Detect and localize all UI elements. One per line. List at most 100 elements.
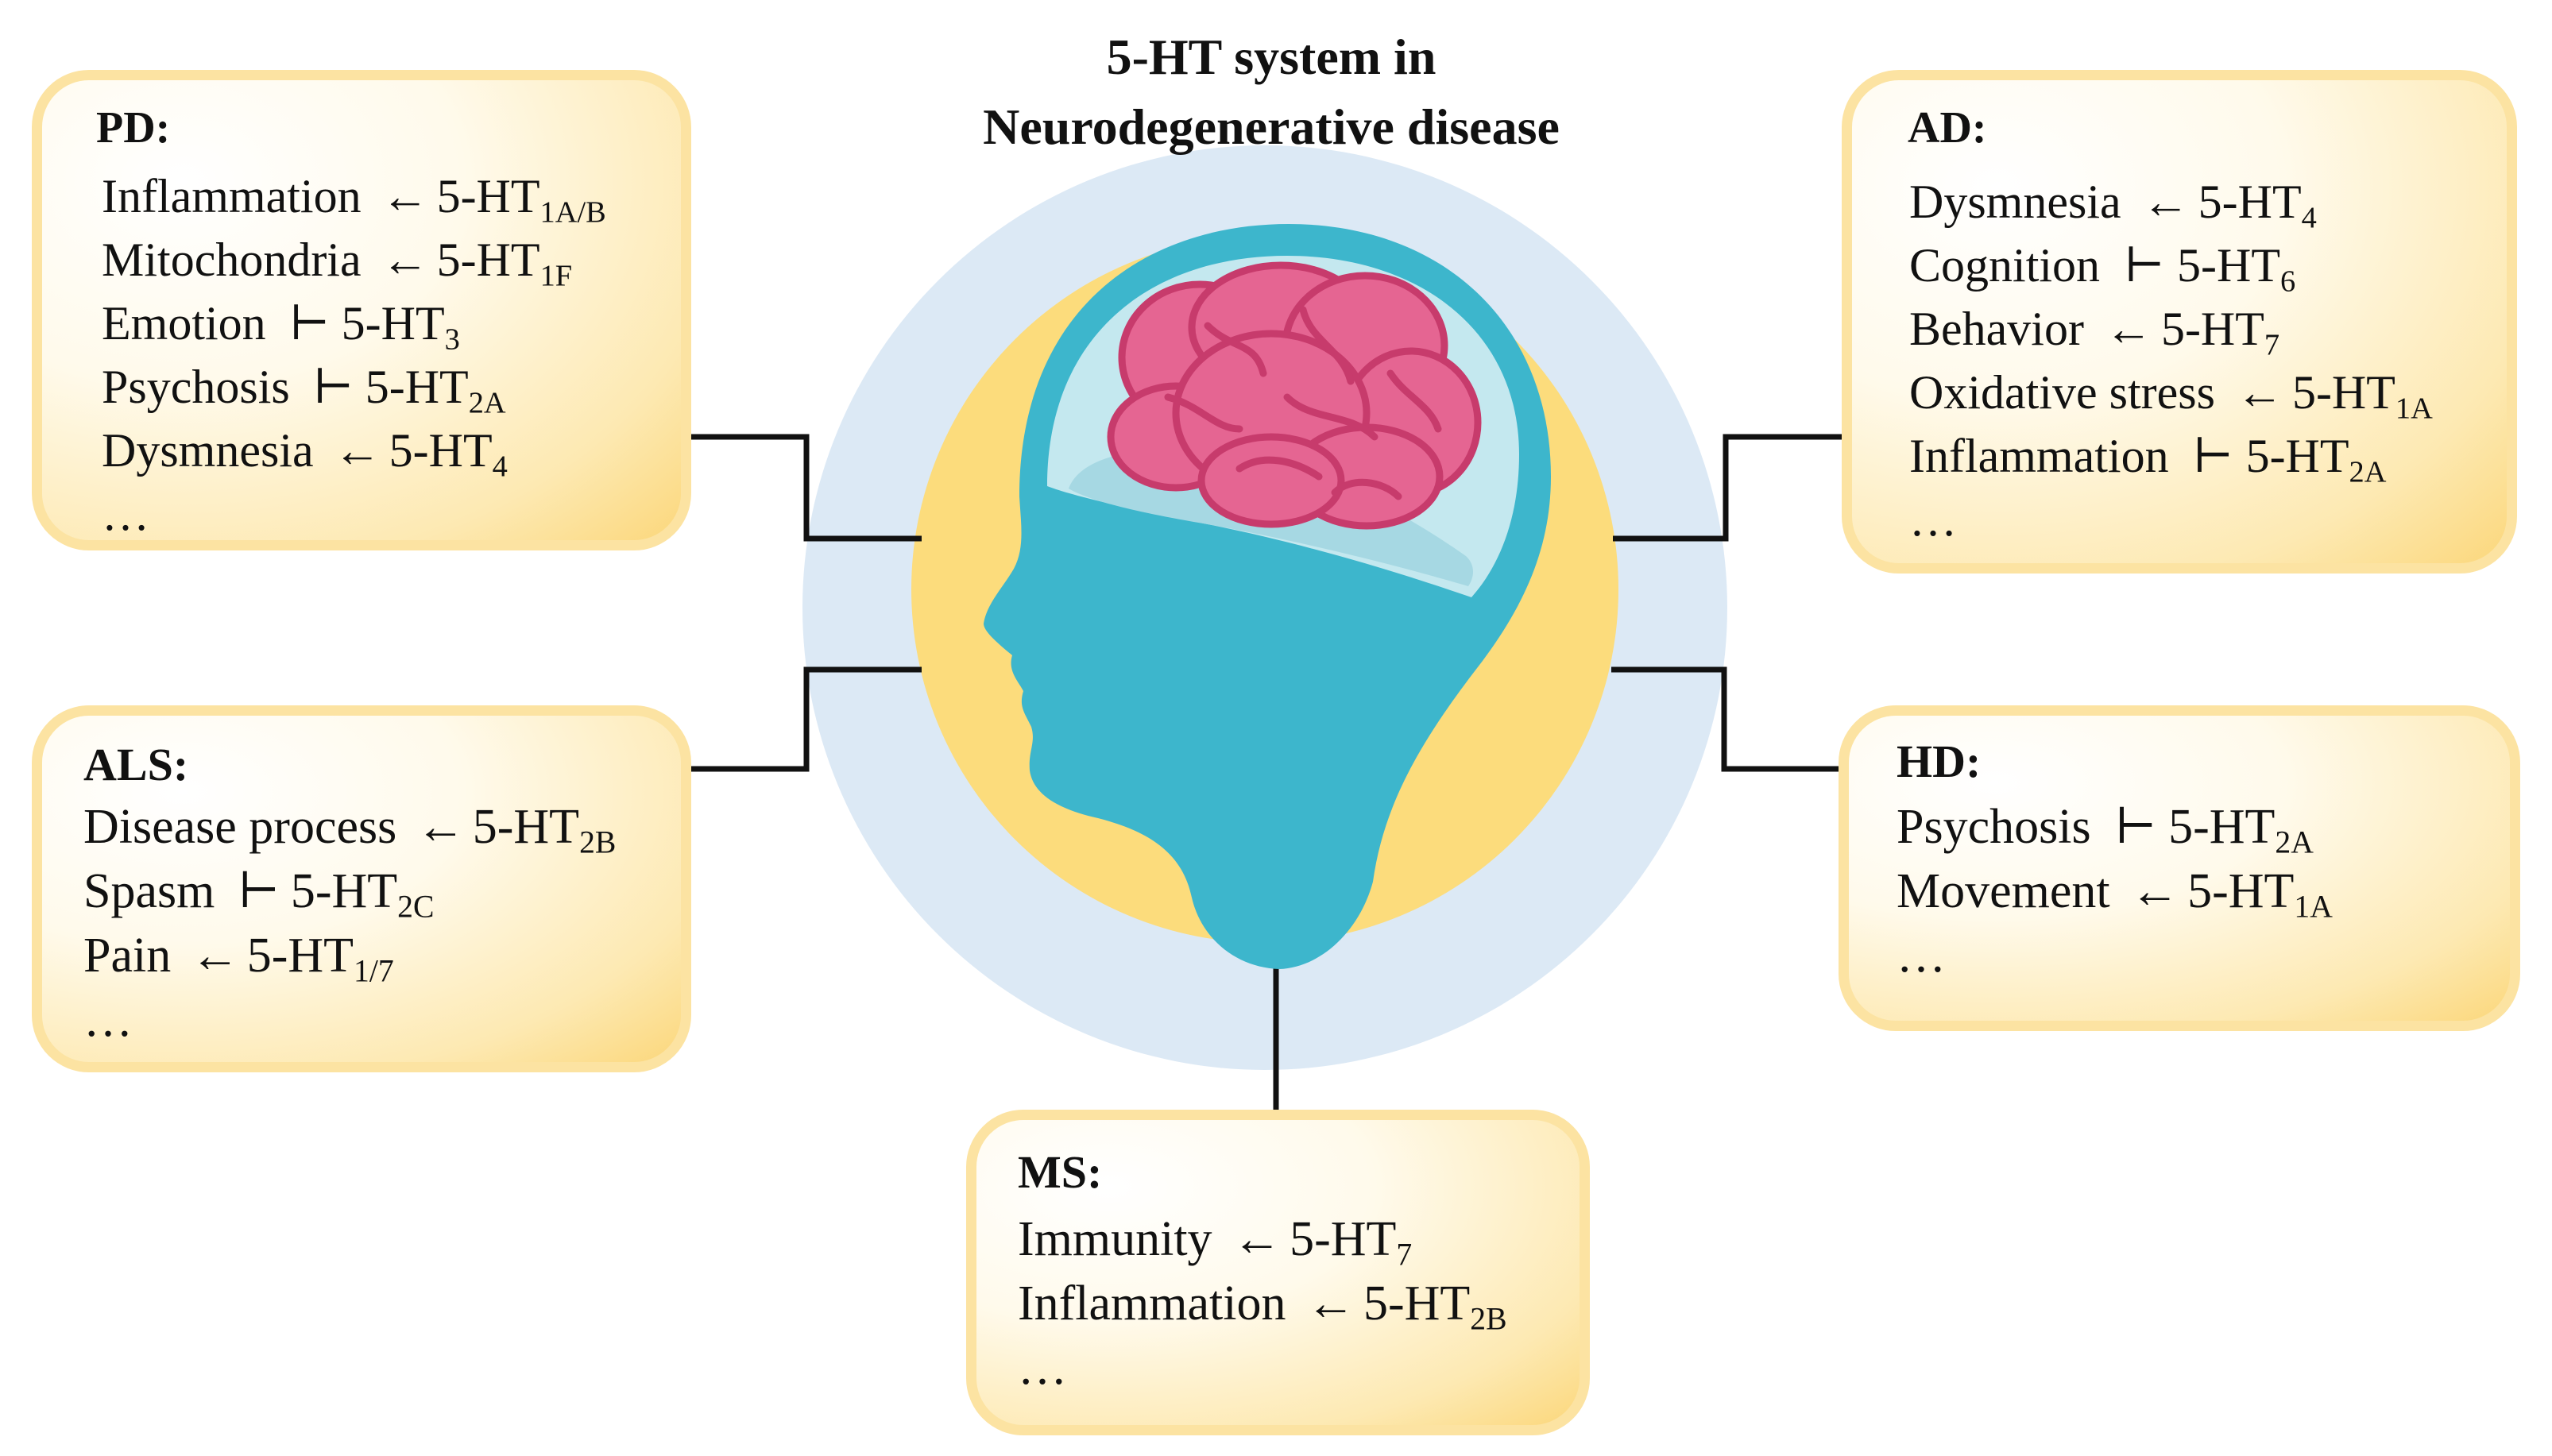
receptor-name: 5-HT	[436, 234, 540, 286]
brain-icon	[1107, 261, 1482, 530]
receptor-subtype: 1A	[2294, 889, 2333, 925]
activation-arrow-icon: ←	[2141, 176, 2190, 228]
receptor-subtype: 2C	[397, 889, 435, 925]
box-ad-title: AD:	[1908, 103, 1987, 153]
effect-label: Inflammation	[102, 170, 362, 222]
connector-ad	[1613, 434, 1842, 542]
receptor-subtype: 2A	[2275, 825, 2314, 860]
receptor-name: 5-HT	[472, 800, 580, 854]
receptor-subtype: 2B	[579, 825, 617, 860]
receptor-label: 5-HT1A/B	[437, 164, 606, 228]
relation-row: Inflammation ←5-HT1A/B	[102, 164, 606, 228]
receptor-label: 5-HT1F	[437, 228, 573, 292]
effect-label: Psychosis	[102, 361, 290, 413]
inhibition-symbol: ⊢	[2114, 800, 2157, 854]
receptor-label: 5-HT2B	[473, 795, 617, 859]
receptor-label: 5-HT2C	[291, 859, 435, 924]
receptor-name: 5-HT	[2177, 239, 2280, 292]
effect-label: Inflammation	[1018, 1276, 1286, 1330]
receptor-subtype: 1A	[2395, 392, 2433, 426]
connector-lines	[690, 434, 1842, 1110]
receptor-label: 5-HT4	[2198, 170, 2317, 234]
relation-row: Immunity ←5-HT7	[1018, 1207, 1507, 1272]
brain-folds	[1164, 306, 1442, 500]
relation-row: Cognition ⊢5-HT6	[1909, 234, 2433, 297]
receptor-subtype: 2B	[1470, 1301, 1507, 1337]
relation-row: Movement ←5-HT1A	[1897, 859, 2333, 924]
receptor-name: 5-HT	[290, 864, 398, 918]
inhibition-symbol: ⊢	[288, 297, 331, 350]
effect-label: Spasm	[83, 864, 215, 918]
inhibition-symbol: ⊢	[238, 864, 280, 918]
effect-label: Psychosis	[1897, 800, 2091, 854]
relation-row: Psychosis ⊢5-HT2A	[1897, 795, 2333, 859]
effect-label: Dysmnesia	[1909, 176, 2121, 228]
receptor-name: 5-HT	[2245, 430, 2349, 482]
relation-row: Mitochondria ←5-HT1F	[102, 228, 606, 292]
receptor-label: 5-HT7	[2161, 297, 2279, 361]
relation-row: Dysmnesia ←5-HT4	[1909, 170, 2433, 234]
receptor-subtype: 7	[1396, 1237, 1413, 1273]
relation-row: Spasm ⊢5-HT2C	[83, 859, 616, 924]
relation-row: Emotion ⊢5-HT3	[102, 292, 606, 355]
receptor-subtype: 7	[2264, 328, 2280, 362]
ellipsis: …	[1909, 493, 1962, 546]
receptor-subtype: 2A	[2349, 455, 2387, 489]
effect-label: Immunity	[1018, 1212, 1212, 1266]
effect-label: Emotion	[102, 297, 266, 350]
inhibition-symbol: ⊢	[2192, 430, 2234, 482]
activation-arrow-icon: ←	[416, 800, 466, 854]
activation-arrow-icon: ←	[2235, 366, 2283, 419]
receptor-label: 5-HT6	[2177, 234, 2295, 297]
receptor-name: 5-HT	[2187, 864, 2295, 918]
relation-row: Oxidative stress ←5-HT1A	[1909, 361, 2433, 424]
effect-label: Behavior	[1909, 303, 2084, 355]
receptor-name: 5-HT	[2198, 176, 2302, 228]
effect-label: Disease process	[83, 800, 397, 854]
receptor-name: 5-HT	[436, 170, 540, 222]
receptor-label: 5-HT2A	[365, 355, 506, 419]
box-pd-title: PD:	[96, 103, 171, 153]
relation-row: Inflammation ←5-HT2B	[1018, 1272, 1507, 1336]
receptor-label: 5-HT3	[342, 292, 460, 355]
ellipsis: …	[1897, 929, 1951, 983]
effect-label: Pain	[83, 929, 172, 983]
activation-arrow-icon: ←	[190, 929, 240, 983]
relation-row: Psychosis ⊢5-HT2A	[102, 355, 606, 419]
receptor-subtype: 1/7	[354, 953, 394, 989]
box-als-title: ALS:	[83, 739, 189, 790]
human-head-brain-icon	[984, 224, 1551, 969]
ellipsis: …	[83, 993, 138, 1047]
receptor-subtype: 6	[2280, 265, 2296, 299]
activation-arrow-icon: ←	[2130, 864, 2180, 918]
activation-arrow-icon: ←	[333, 424, 381, 477]
title-line-1: 5-HT system in	[1106, 29, 1436, 85]
receptor-label: 5-HT2B	[1363, 1272, 1507, 1336]
receptor-name: 5-HT	[2160, 303, 2264, 355]
inhibition-symbol: ⊢	[312, 361, 354, 413]
activation-arrow-icon: ←	[1305, 1276, 1355, 1330]
effect-label: Movement	[1897, 864, 2110, 918]
activation-arrow-icon: ←	[2104, 303, 2152, 355]
relation-row: Pain ←5-HT1/7	[83, 924, 616, 988]
activation-arrow-icon: ←	[381, 234, 429, 286]
receptor-label: 5-HT4	[389, 419, 508, 482]
relation-row: Disease process ←5-HT2B	[83, 795, 616, 859]
receptor-name: 5-HT	[365, 361, 469, 413]
effect-label: Inflammation	[1909, 430, 2169, 482]
connector-als	[690, 666, 922, 772]
relation-row: Behavior ←5-HT7	[1909, 297, 2433, 361]
receptor-subtype: 4	[492, 450, 508, 484]
receptor-subtype: 1F	[539, 259, 573, 293]
receptor-subtype: 3	[444, 322, 460, 357]
relation-row: Inflammation ⊢5-HT2A	[1909, 424, 2433, 488]
